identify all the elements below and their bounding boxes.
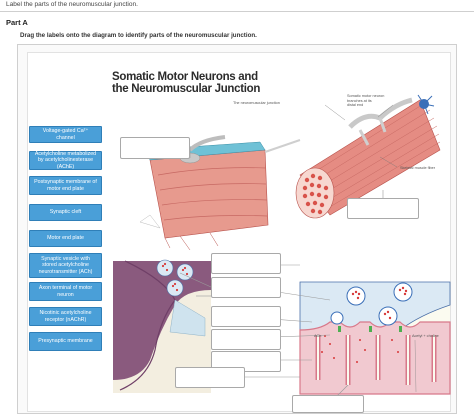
drop-target-4[interactable]	[211, 277, 281, 298]
caption-skeletal-fiber: Skeletal muscle fiber	[400, 166, 436, 170]
synapse-detail-left	[113, 259, 211, 393]
label-motor-end-plate[interactable]: Motor end plate	[29, 230, 102, 247]
diagram-title-line2: the Neuromuscular Junction	[112, 83, 261, 95]
label-synaptic-cleft[interactable]: Synaptic cleft	[29, 204, 102, 221]
part-title: Part A	[6, 18, 28, 27]
drop-target-7[interactable]	[211, 351, 281, 372]
caption-acetyl-choline: Acetyl + choline	[412, 334, 439, 338]
drop-target-1[interactable]	[120, 137, 190, 159]
caption-somatic-line1: Somatic motor neuron	[347, 94, 385, 98]
label-axon-terminal[interactable]: Axon terminal of motor neuron	[29, 282, 102, 301]
caption-somatic-line2: branches at its	[347, 98, 372, 103]
caption-somatic-neuron: Somatic motor neuron branches at its dis…	[347, 94, 384, 108]
part-header	[0, 11, 474, 27]
label-nicotinic-receptor[interactable]: Nicotinic acetylcholine receptor (nAChR)	[29, 307, 102, 326]
synapse-detail-right	[299, 281, 451, 395]
label-presynaptic-membrane[interactable]: Presynaptic membrane	[29, 332, 102, 351]
caption-ach: ACh	[314, 334, 322, 338]
label-voltage-gated-ca-channel[interactable]: Voltage-gated Ca²⁺ channel	[29, 126, 102, 143]
drop-target-8[interactable]	[175, 367, 245, 388]
caption-somatic-line3: distal end	[347, 103, 364, 107]
instruction-text: Label the parts of the neuromuscular jun…	[6, 1, 138, 8]
drop-target-5[interactable]	[211, 306, 281, 327]
drop-target-6[interactable]	[211, 329, 281, 350]
diagram-title: Somatic Motor Neurons and the Neuromuscu…	[112, 71, 260, 95]
task-instruction: Drag the labels onto the diagram to iden…	[20, 32, 257, 39]
label-synaptic-vesicle[interactable]: Synaptic vesicle with stored acetylcholi…	[29, 253, 102, 278]
drop-target-2[interactable]	[347, 198, 419, 219]
drop-target-9[interactable]	[292, 395, 364, 413]
label-postsynaptic-membrane[interactable]: Postsynaptic membrane of motor end plate	[29, 176, 102, 195]
label-acetylcholine-metabolized[interactable]: Acetylcholine metabolized by acetylcholi…	[29, 151, 102, 170]
diagram-title-line1: Somatic Motor Neurons and	[112, 71, 258, 83]
muscle-fiber-upper	[295, 94, 441, 219]
muscle-block-middle	[139, 135, 301, 251]
caption-junction: The neuromuscular junction	[233, 101, 280, 105]
drop-target-3[interactable]	[211, 253, 281, 274]
